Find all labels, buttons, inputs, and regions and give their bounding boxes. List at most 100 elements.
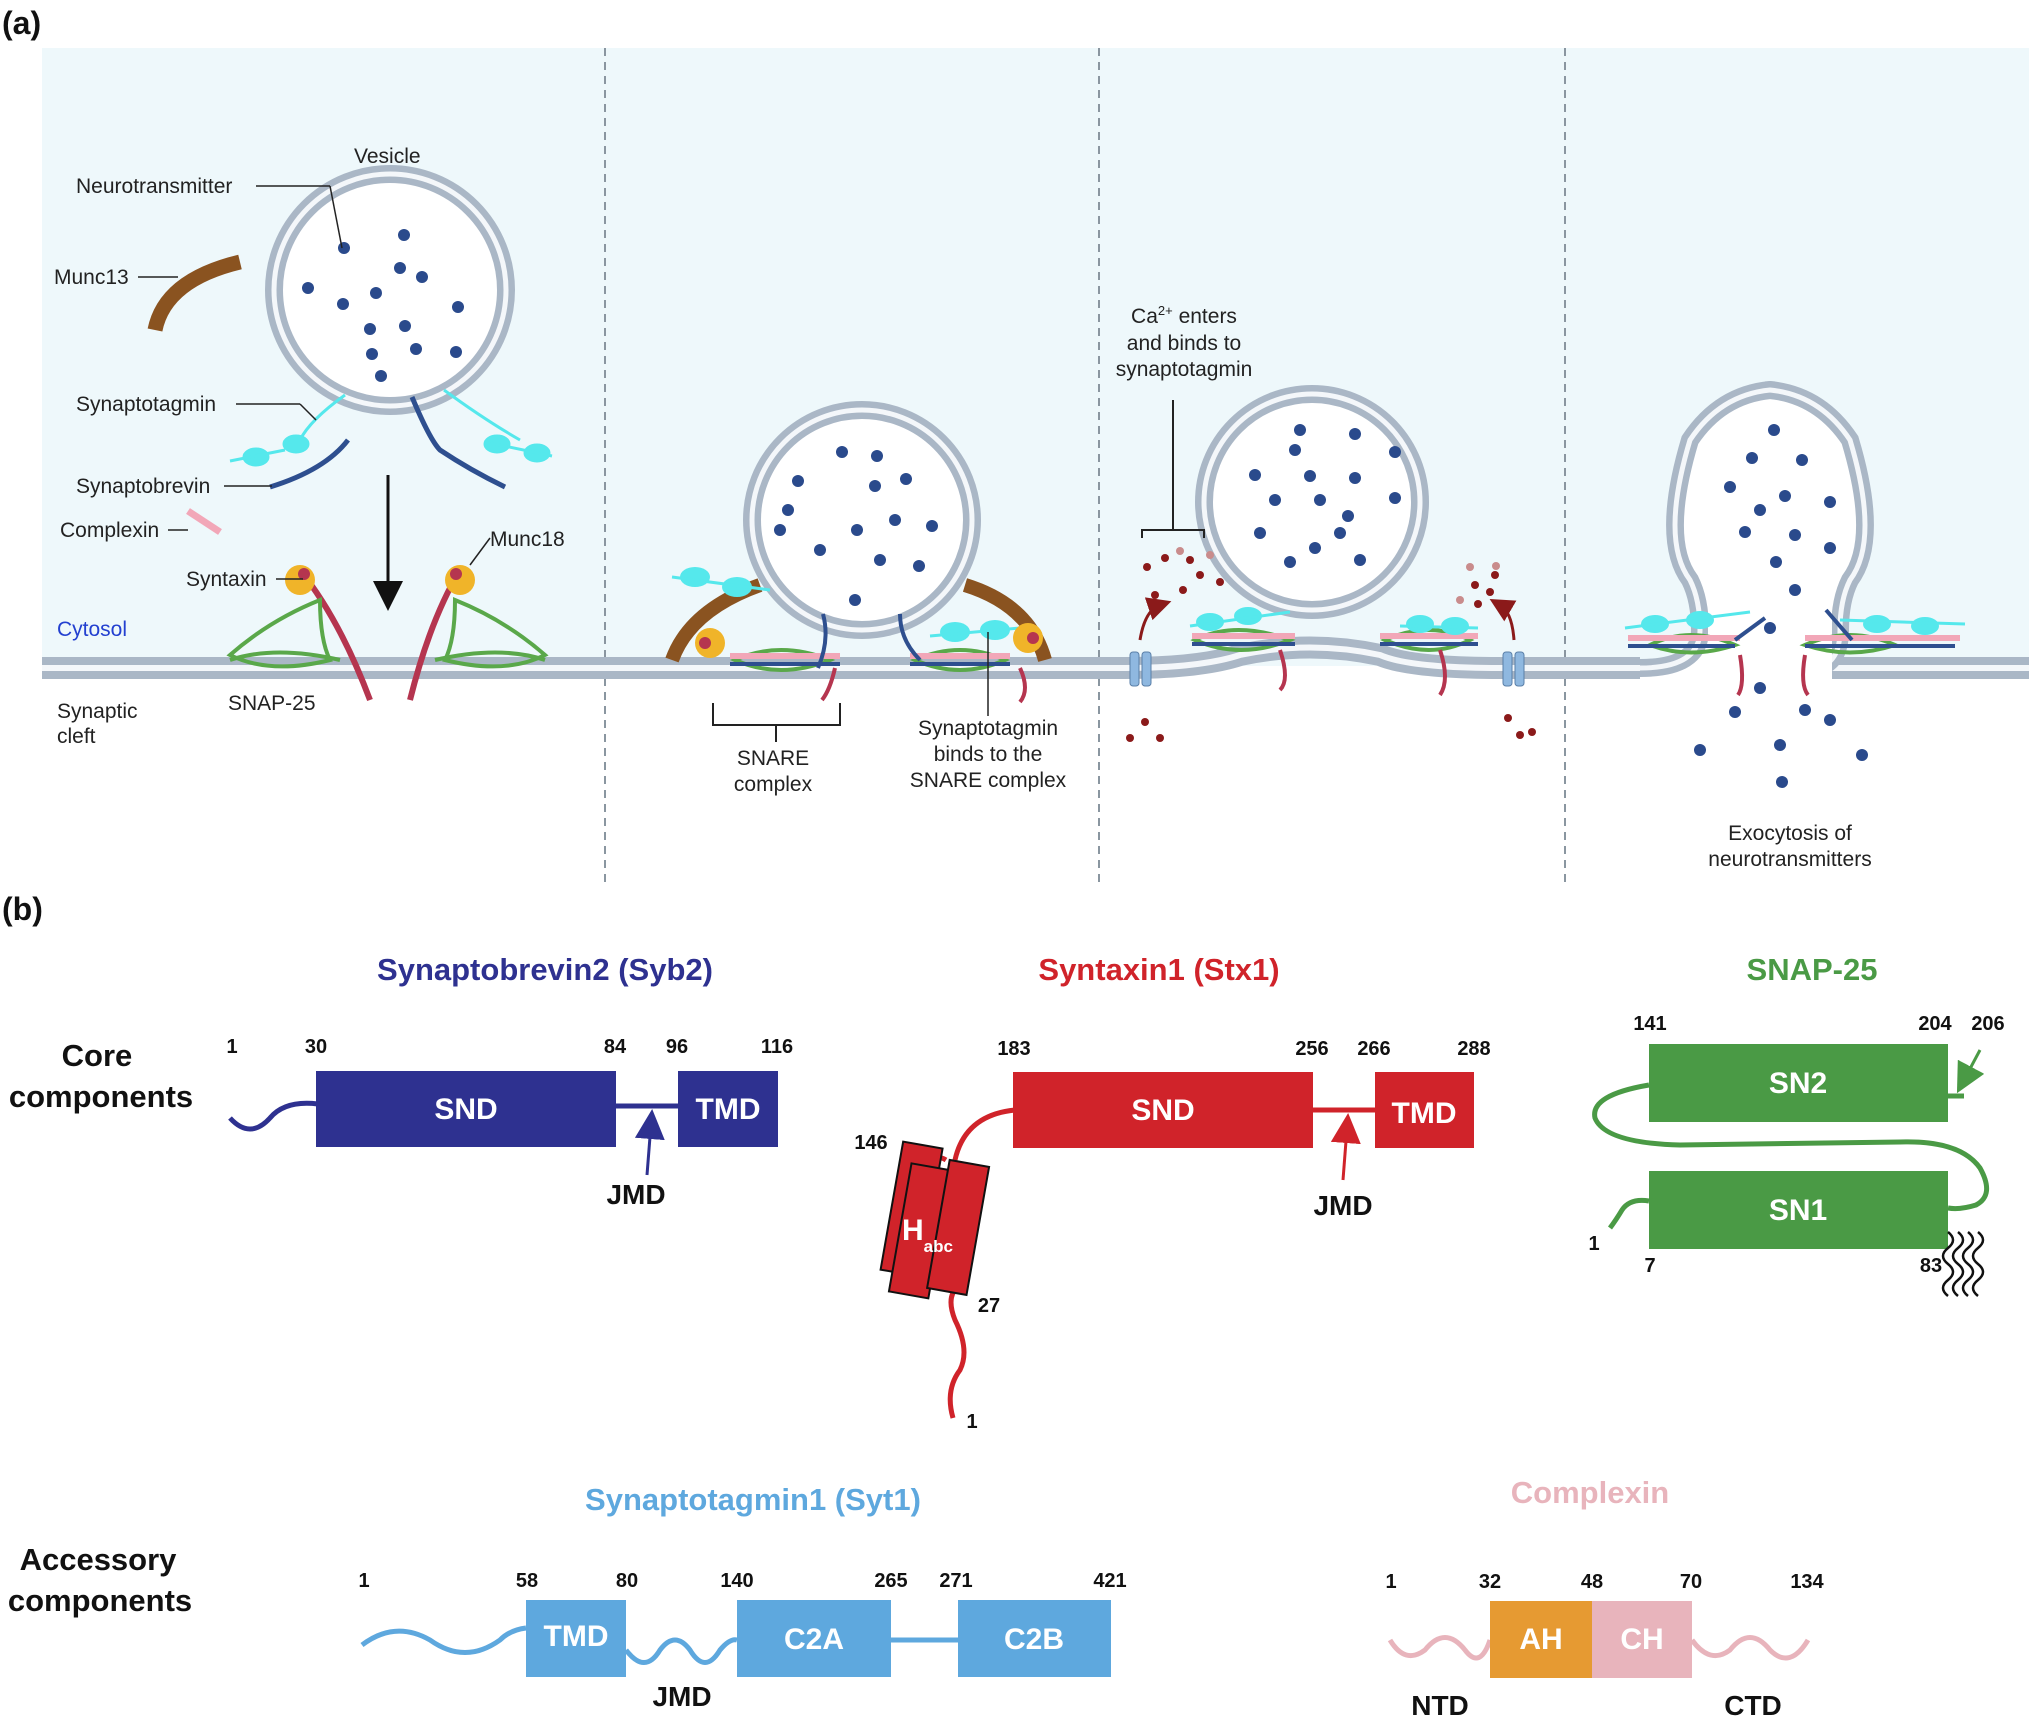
- snare-bracket: [712, 703, 841, 726]
- synaptotagmin-4: [1624, 610, 1966, 635]
- core-components-label-1: Core: [62, 1038, 133, 1073]
- syt1-pos-140: 140: [720, 1570, 753, 1592]
- snap25-pos-83: 83: [1920, 1255, 1942, 1277]
- complexin-ah-label: AH: [1519, 1623, 1562, 1656]
- complexin-title: Complexin: [1511, 1475, 1669, 1510]
- syntaxin-label: Syntaxin: [186, 568, 267, 591]
- munc18-label: Munc18: [490, 528, 565, 551]
- panel-b-label: (b): [2, 891, 43, 927]
- stx1-diagram: Syntaxin1 (Stx1) Habc SND TMD JMD 183 25…: [854, 952, 1490, 1433]
- neurotransmitters-2: [774, 446, 938, 606]
- panel-a-label: (a): [2, 5, 41, 41]
- synaptic-cleft-label-1: Synaptic: [57, 700, 138, 723]
- complexin-pos-134: 134: [1790, 1571, 1824, 1593]
- snap25-label: SNAP-25: [228, 692, 316, 715]
- synaptobrevin-1a: [269, 438, 350, 490]
- complexin-ch-domain: [1592, 1601, 1692, 1678]
- complexin-ch-label: CH: [1620, 1623, 1663, 1656]
- ca-enters-label-1: Ca2+ enters: [1131, 303, 1237, 328]
- syt1-pos-421: 421: [1093, 1570, 1126, 1592]
- syt1-c2b-domain: [958, 1600, 1111, 1677]
- neurotransmitters-3: [1249, 424, 1401, 568]
- syb2-diagram: Synaptobrevin2 (Syb2) SND TMD JMD 1 30 8…: [226, 952, 793, 1210]
- syt1-title: Synaptotagmin1 (Syt1): [585, 1482, 921, 1517]
- stx1-tmd-label: TMD: [1392, 1097, 1457, 1130]
- palmitoyl-chains: [1941, 1231, 1985, 1297]
- synaptotagmin-3: [1189, 607, 1479, 635]
- syb2-pos-116: 116: [761, 1036, 793, 1058]
- complexin-pos-70: 70: [1680, 1571, 1702, 1593]
- complexin-ntd-label: NTD: [1411, 1690, 1469, 1721]
- snap25-sn1-domain: [1649, 1171, 1948, 1249]
- stage-2: SNARE complex Synaptotagmin binds to the…: [665, 401, 1067, 796]
- ca-enters-label-2: and binds to: [1127, 332, 1241, 355]
- stx1-pos-27: 27: [978, 1295, 1000, 1317]
- ca-influx-arrow-left: [1138, 597, 1172, 641]
- snap25-pos-206: 206: [1971, 1013, 2004, 1035]
- plasma-membrane: [42, 636, 2029, 679]
- snap25-pos-7: 7: [1644, 1255, 1655, 1277]
- accessory-components-label-2: components: [8, 1583, 192, 1618]
- snare-complex-label-2: complex: [734, 773, 813, 796]
- snare-complex-3: [1190, 628, 1478, 697]
- syb2-pos-30: 30: [305, 1036, 327, 1058]
- snap25-diagram: SNAP-25 SN2 SN1 141 204 206 1 7 83: [1588, 952, 2005, 1297]
- snare-complex-2: [730, 613, 1027, 704]
- stx1-pos-288: 288: [1457, 1038, 1490, 1060]
- syt1-jmd-label: JMD: [652, 1681, 711, 1712]
- synaptobrevin-1b: [409, 396, 507, 490]
- syb2-title: Synaptobrevin2 (Syb2): [377, 952, 713, 987]
- syt1-tmd-label: TMD: [544, 1620, 609, 1653]
- synaptotagmin-label: Synaptotagmin: [76, 393, 216, 416]
- syb2-snd-domain: [316, 1071, 616, 1147]
- syb2-tmd-label: TMD: [696, 1093, 761, 1126]
- habc-domain: [879, 1140, 991, 1300]
- calcium-ions-faded: [1176, 547, 1500, 604]
- leader-lines-1: [138, 185, 491, 580]
- stx1-tmd-domain: [1375, 1072, 1474, 1148]
- core-components-label-2: components: [9, 1079, 193, 1114]
- stx1-pos-146: 146: [854, 1132, 887, 1154]
- stx1-pos-1: 1: [966, 1411, 977, 1433]
- synaptotagmin-1: [229, 388, 553, 467]
- syt1-c2a-label: C2A: [784, 1623, 844, 1656]
- munc18-1: [285, 565, 475, 595]
- complexin-ctd-label: CTD: [1724, 1690, 1782, 1721]
- munc18-2: [695, 623, 1043, 658]
- stage-1: Vesicle Neurotransmitter Munc13 Synaptot…: [54, 145, 565, 748]
- syt1-pos-271: 271: [939, 1570, 972, 1592]
- complexin-label: Complexin: [60, 519, 159, 542]
- neurotransmitters-1: [302, 229, 464, 382]
- syb2-snd-label: SND: [434, 1093, 497, 1126]
- stx1-title: Syntaxin1 (Stx1): [1038, 952, 1279, 987]
- snap25-sn2-label: SN2: [1769, 1067, 1827, 1100]
- stx1-pos-266: 266: [1357, 1038, 1390, 1060]
- ca-enters-label-3: synaptotagmin: [1116, 358, 1253, 381]
- ca-influx-arrow-right: [1489, 598, 1517, 641]
- complexin-ah-domain: [1490, 1601, 1592, 1678]
- stx1-jmd-label: JMD: [1313, 1190, 1372, 1221]
- stx1-snd-domain: [1013, 1072, 1313, 1148]
- syt-binds-label-1: Synaptotagmin: [918, 717, 1058, 740]
- complexin-pos-32: 32: [1479, 1571, 1501, 1593]
- munc13-label: Munc13: [54, 266, 129, 289]
- synaptobrevin-label: Synaptobrevin: [76, 475, 210, 498]
- syt1-pos-1: 1: [358, 1570, 369, 1592]
- calcium-channels: [1129, 651, 1525, 687]
- complexin-diagram: Complexin AH CH NTD CTD 1 32 48 70 134: [1385, 1475, 1824, 1721]
- accessory-components-label-1: Accessory: [20, 1542, 178, 1577]
- vesicle-label: Vesicle: [354, 145, 421, 168]
- syb2-tmd-domain: [678, 1071, 778, 1147]
- stage-4: Exocytosis of neurotransmitters: [1624, 380, 1966, 871]
- syb2-pos-96: 96: [666, 1036, 688, 1058]
- snare-complex-label-1: SNARE: [737, 747, 809, 770]
- snap25-1: [226, 597, 549, 669]
- snap25-pos-141: 141: [1633, 1013, 1666, 1035]
- syt1-diagram: Synaptotagmin1 (Syt1) TMD C2A C2B JMD 1 …: [358, 1482, 1126, 1712]
- stx1-pos-183: 183: [997, 1038, 1030, 1060]
- munc13-2b: [962, 578, 1052, 663]
- synaptotagmin-2: [671, 567, 1021, 642]
- syt1-c2b-label: C2B: [1004, 1623, 1064, 1656]
